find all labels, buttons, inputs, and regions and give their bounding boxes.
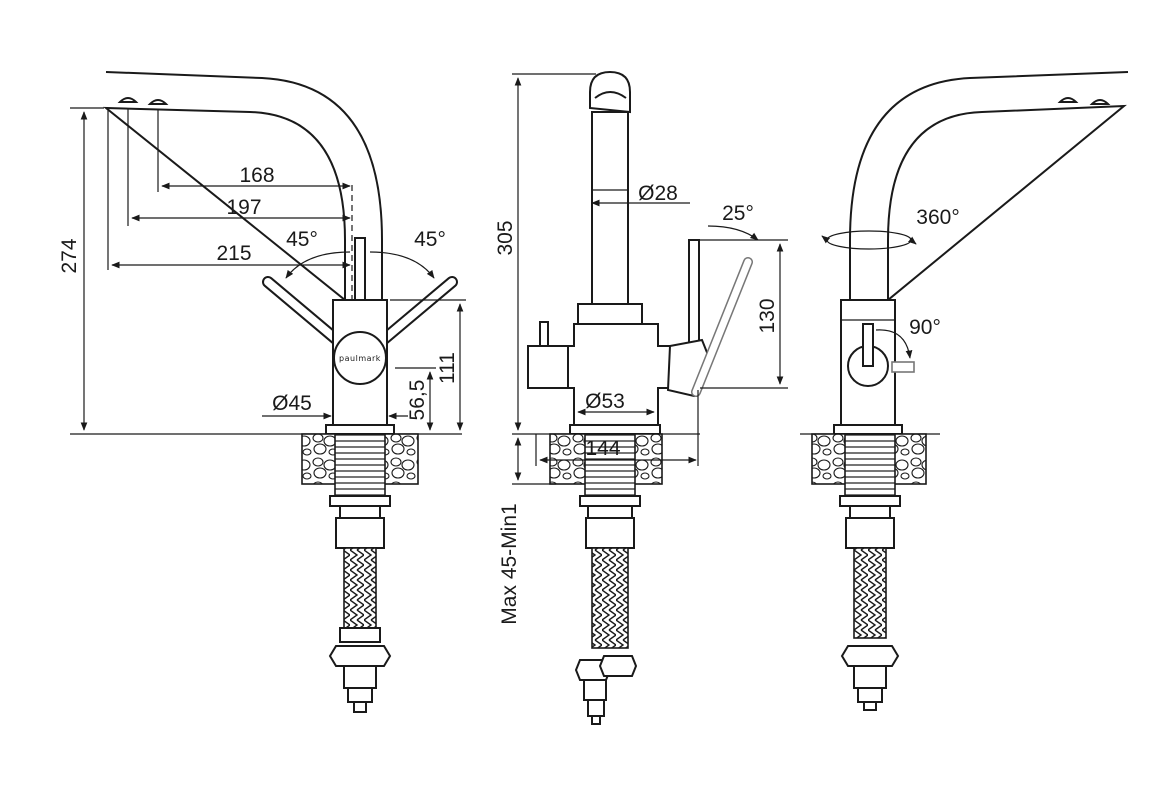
dim-56-5: 56,5 (406, 380, 429, 421)
back-lever-side (891, 361, 915, 373)
angle-25: 25° (722, 202, 754, 225)
rotation-360: 360° (916, 206, 959, 229)
dim-diameter-28: Ø28 (638, 182, 678, 205)
side-body (577, 303, 643, 325)
back-braided-hose (853, 547, 887, 639)
side-spout-tube (591, 111, 629, 305)
back-thread (844, 433, 896, 497)
dim-274: 274 (58, 238, 81, 273)
angle-left-45: 45° (286, 228, 318, 251)
side-thread (584, 433, 636, 497)
dim-111: 111 (436, 352, 459, 384)
dim-144: 144 (585, 437, 620, 460)
dim-diameter-53: Ø53 (585, 390, 625, 413)
dim-168: 168 (239, 164, 274, 187)
front-braided-hose (343, 547, 377, 629)
side-lever (688, 239, 700, 347)
front-thread (334, 433, 386, 497)
dim-197: 197 (226, 196, 261, 219)
dim-mount-thickness: Max 45-Min1 (498, 503, 521, 624)
dim-130: 130 (756, 298, 779, 333)
angle-90: 90° (909, 316, 941, 339)
side-view: 305 Ø28 25° 130 Ø53 144 Max 45-Min1 (494, 70, 788, 725)
back-view: 360° 90° (800, 71, 1129, 711)
dim-diameter-45: Ø45 (272, 392, 312, 415)
front-cartridge-circle (333, 331, 387, 385)
dim-215: 215 (216, 242, 251, 265)
back-spout (849, 71, 1129, 303)
angle-right-45: 45° (414, 228, 446, 251)
brand-logo-front: paulmark (339, 354, 381, 363)
dim-305: 305 (494, 220, 517, 255)
side-braided-hose (591, 547, 629, 649)
front-view: paulmark 168 197 215 45° 45° 274 (58, 71, 466, 713)
